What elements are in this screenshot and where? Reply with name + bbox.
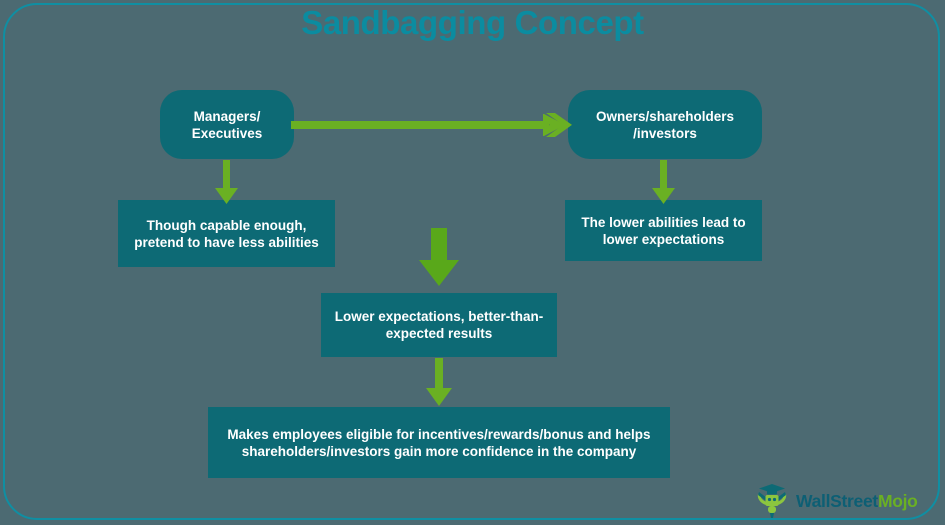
arrow-down-icon — [424, 358, 454, 406]
node-managers-executives: Managers/Executives — [160, 90, 294, 159]
arrow-down-icon — [419, 228, 459, 286]
node-lower-abilities-expectations: The lower abilities lead to lower expect… — [565, 200, 762, 261]
node-lower-abilities-expectations-label: The lower abilities lead to lower expect… — [581, 214, 746, 247]
node-owners-shareholders-investors-label: Owners/shareholders/investors — [595, 108, 735, 141]
logo-text-accent: Mojo — [877, 490, 918, 511]
wallstreetmojo-logo: WallStreetMojo — [756, 483, 918, 519]
arrow-right-icon — [291, 113, 572, 137]
arrow-down-icon — [212, 160, 241, 204]
node-managers-executives-label: Managers/Executives — [191, 108, 263, 141]
node-pretend-less-abilities-label: Though capable enough, pretend to have l… — [134, 217, 319, 250]
arrow-down-icon — [649, 160, 678, 204]
node-makes-employees-eligible: Makes employees eligible for incentives/… — [208, 407, 670, 478]
wallstreetmojo-owl-icon — [757, 484, 787, 518]
node-lower-expectations-better-results-label: Lower expectations, better-than-expected… — [334, 309, 544, 341]
logo-text-primary: WallStreet — [796, 490, 878, 511]
logo-wordmark: WallStreetMojo — [796, 491, 918, 512]
node-makes-employees-eligible-label: Makes employees eligible for incentives/… — [227, 426, 651, 459]
node-lower-expectations-better-results: Lower expectations, better-than-expected… — [321, 293, 557, 357]
page-title: Sandbagging Concept — [301, 4, 644, 41]
node-owners-shareholders-investors: Owners/shareholders/investors — [568, 90, 762, 159]
node-pretend-less-abilities: Though capable enough, pretend to have l… — [118, 200, 335, 267]
